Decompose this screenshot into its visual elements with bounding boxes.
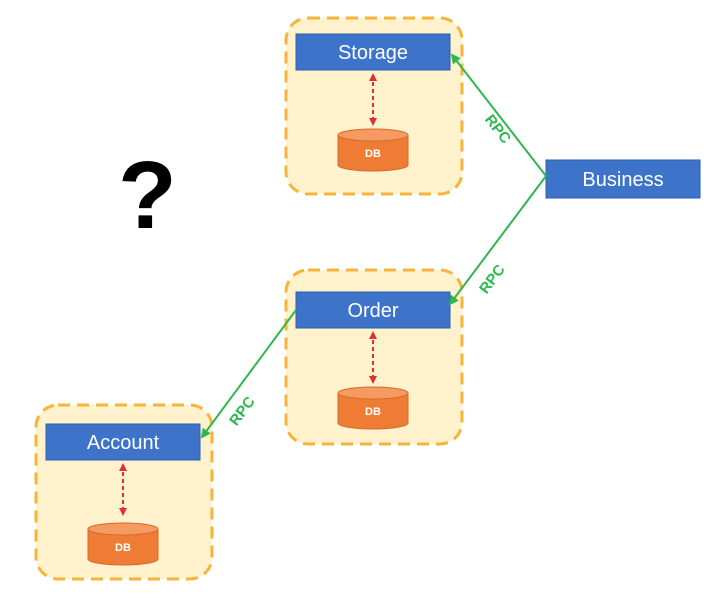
storage-service-box[interactable]: Storage: [295, 33, 451, 71]
order-service-box[interactable]: Order: [295, 291, 451, 329]
storage-db-icon: DB: [337, 128, 409, 172]
order-group: Order DB: [284, 268, 464, 446]
order-db-icon: DB: [337, 386, 409, 430]
rpc-edge-business-order: [448, 175, 547, 306]
rpc-label-business-storage: RPC: [481, 112, 514, 148]
rpc-edge-business-storage: [450, 53, 547, 177]
order-label: Order: [347, 300, 398, 322]
storage-db-label: DB: [365, 148, 381, 160]
order-db-label: DB: [365, 406, 381, 418]
storage-group: Storage DB: [284, 16, 464, 196]
account-service-box[interactable]: Account: [45, 423, 201, 461]
storage-label: Storage: [338, 42, 408, 64]
account-label: Account: [87, 432, 160, 454]
question-mark: ?: [118, 142, 177, 249]
business-label: Business: [582, 169, 663, 191]
rpc-label-business-order: RPC: [476, 261, 509, 297]
account-db-label: DB: [115, 542, 131, 554]
rpc-edge-order-account: [200, 309, 297, 439]
account-db-icon: DB: [87, 522, 159, 566]
account-group: Account DB: [34, 403, 214, 581]
business-service-box[interactable]: Business: [545, 159, 701, 199]
